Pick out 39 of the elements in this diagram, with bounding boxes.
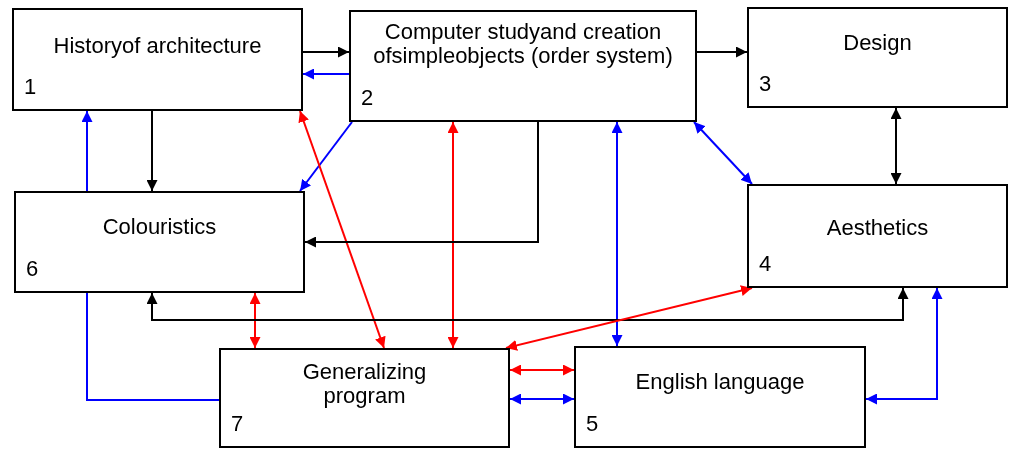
connector-arrow: [298, 110, 386, 349]
topic-number: 3: [759, 72, 772, 96]
connector-arrow: [611, 121, 623, 347]
topic-number: 2: [361, 86, 374, 110]
connector-arrow: [447, 121, 459, 349]
topic-box: [747, 7, 1008, 108]
topic-number: 5: [586, 412, 599, 436]
topic-number: 7: [231, 412, 244, 436]
connector-arrow: [693, 121, 753, 185]
topic-box: [219, 348, 510, 448]
topic-title: Colouristics: [101, 215, 218, 239]
topic-box: [747, 184, 1008, 288]
connector-arrow: [302, 46, 350, 58]
connector-arrow: [249, 292, 261, 349]
connector-arrow: [302, 68, 350, 80]
topic-title: Historyof architecture: [52, 34, 263, 58]
topic-title: Computer studyand creation ofsimpleobjects (order system): [372, 20, 674, 68]
connector-arrow: [304, 121, 539, 248]
connector-arrow: [299, 121, 353, 192]
topic-number: 6: [26, 257, 39, 281]
topic-box: [14, 191, 305, 293]
connector-arrow: [696, 46, 748, 58]
connector-arrow: [865, 287, 943, 405]
connector-arrow: [146, 287, 909, 321]
connector-arrow: [146, 110, 158, 192]
connector-arrow: [890, 107, 902, 185]
topic-title: Design: [842, 31, 913, 55]
connector-arrow: [81, 110, 93, 192]
connector-arrow: [505, 285, 753, 351]
topic-box: [574, 346, 866, 448]
topic-title: Generalizing program: [301, 360, 428, 408]
topic-number: 4: [759, 252, 772, 276]
connector-arrow: [509, 393, 575, 405]
topic-box: [12, 8, 303, 111]
connector-arrow: [509, 364, 575, 376]
topic-number: 1: [24, 75, 37, 99]
topic-title: Aesthetics: [825, 216, 930, 240]
topic-title: English language: [634, 370, 806, 394]
topic-box: [349, 10, 697, 122]
